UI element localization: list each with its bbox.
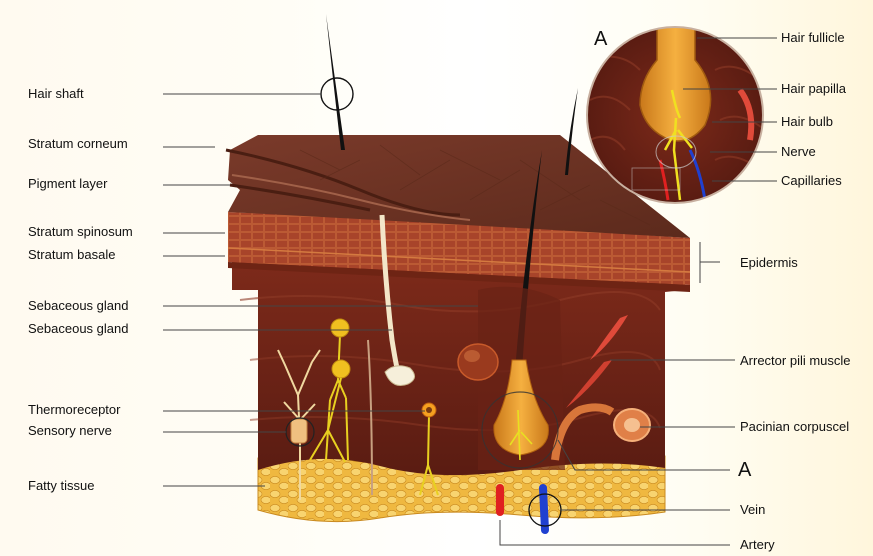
label-stratum-spinosum: Stratum spinosum: [28, 224, 133, 239]
inset-magnified-view: [587, 18, 765, 203]
label-arrector-pili: Arrector pili muscle: [740, 353, 851, 368]
label-marker-a-top: A: [594, 28, 608, 50]
label-stratum-corneum: Stratum corneum: [28, 136, 128, 151]
label-sebaceous-gland-2: Sebaceous gland: [28, 321, 128, 336]
label-artery: Artery: [740, 537, 775, 552]
label-capillaries: Capillaries: [781, 173, 842, 188]
label-sebaceous-gland-1: Sebaceous gland: [28, 298, 128, 313]
label-fatty-tissue: Fatty tissue: [28, 478, 94, 493]
label-hair-shaft: Hair shaft: [28, 86, 84, 101]
label-nerve: Nerve: [781, 144, 816, 159]
label-vein: Vein: [740, 502, 765, 517]
label-pacinian-corpuscle: Pacinian corpuscel: [740, 419, 849, 434]
hair-follicle-drawing: [478, 287, 565, 470]
label-pigment-layer: Pigment layer: [28, 176, 108, 191]
label-hair-follicle: Hair fullicle: [781, 30, 845, 45]
label-epidermis: Epidermis: [740, 255, 798, 270]
label-stratum-basale: Stratum basale: [28, 247, 115, 262]
label-hair-bulb: Hair bulb: [781, 114, 833, 129]
label-hair-papilla: Hair papilla: [781, 81, 847, 96]
label-sensory-nerve: Sensory nerve: [28, 423, 112, 438]
sebaceous-gland-drawing: [458, 344, 498, 380]
label-thermoreceptor: Thermoreceptor: [28, 402, 121, 417]
label-marker-a-bottom: A: [738, 459, 752, 481]
